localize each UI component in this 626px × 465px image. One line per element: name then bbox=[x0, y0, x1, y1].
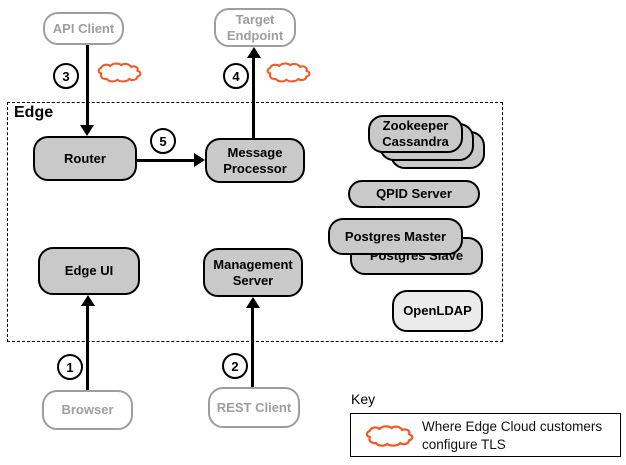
arrowhead-up-icon bbox=[246, 297, 260, 308]
arrow-browser-to-edge-ui-line bbox=[86, 304, 89, 390]
step-number: 5 bbox=[159, 133, 167, 149]
node-qpid-server: QPID Server bbox=[348, 180, 480, 208]
arrow-router-to-message-processor-line bbox=[137, 159, 195, 162]
step-3-badge: 3 bbox=[53, 63, 79, 89]
node-api-client: API Client bbox=[43, 12, 124, 45]
node-label-cassandra: Cassandra bbox=[382, 134, 449, 149]
node-message-processor: Message Processor bbox=[205, 138, 305, 183]
step-number: 2 bbox=[231, 358, 239, 374]
node-label-zookeeper: Zookeeper bbox=[382, 118, 449, 133]
node-label: API Client bbox=[52, 20, 115, 36]
node-label: QPID Server bbox=[376, 186, 452, 201]
node-postgres-master: Postgres Master bbox=[328, 218, 463, 255]
key-entry-line1: Where Edge Cloud customers bbox=[422, 419, 603, 434]
node-router: Router bbox=[33, 136, 137, 181]
arrowhead-up-icon bbox=[81, 295, 95, 306]
step-4-badge: 4 bbox=[223, 63, 249, 89]
arrow-message-processor-to-target-line bbox=[252, 56, 255, 138]
node-label: Target Endpoint bbox=[226, 11, 284, 43]
node-label: REST Client bbox=[216, 399, 292, 415]
arrowhead-down-icon bbox=[80, 125, 94, 136]
edge-zone-label: Edge bbox=[14, 104, 54, 121]
node-openldap: OpenLDAP bbox=[392, 290, 483, 332]
key-entry-line2: configure TLS bbox=[422, 437, 506, 452]
step-5-badge: 5 bbox=[150, 128, 176, 154]
step-number: 1 bbox=[66, 359, 74, 375]
node-label: Edge UI bbox=[64, 263, 114, 278]
node-zookeeper-cassandra: Zookeeper Cassandra bbox=[368, 115, 463, 153]
step-2-badge: 2 bbox=[222, 353, 248, 379]
arrowhead-up-icon bbox=[247, 47, 261, 58]
node-label: Message Processor bbox=[223, 144, 287, 176]
node-browser: Browser bbox=[42, 390, 133, 430]
node-target-endpoint: Target Endpoint bbox=[214, 8, 296, 47]
arrow-api-client-to-router-line bbox=[86, 45, 89, 127]
key-entry-text: Where Edge Cloud customers configure TLS bbox=[422, 418, 602, 454]
node-rest-client: REST Client bbox=[208, 387, 300, 428]
tls-cloud-icon bbox=[97, 62, 142, 83]
step-number: 4 bbox=[232, 68, 240, 84]
key-title: Key bbox=[351, 391, 376, 407]
tls-cloud-icon bbox=[266, 62, 311, 83]
node-label: Postgres Master bbox=[344, 228, 447, 244]
node-edge-ui: Edge UI bbox=[38, 247, 140, 295]
node-label: Router bbox=[64, 150, 106, 166]
node-label: Browser bbox=[61, 402, 114, 417]
node-label: OpenLDAP bbox=[403, 303, 472, 318]
arrowhead-right-icon bbox=[194, 153, 205, 167]
step-1-badge: 1 bbox=[57, 354, 83, 380]
step-number: 3 bbox=[62, 68, 70, 84]
node-label: Management Server bbox=[213, 256, 293, 288]
edge-zone-boundary bbox=[7, 102, 503, 342]
key-legend-box: Where Edge Cloud customers configure TLS bbox=[350, 413, 621, 457]
arrow-rest-client-to-management-line bbox=[251, 306, 254, 387]
tls-cloud-icon bbox=[365, 425, 414, 447]
node-management-server: Management Server bbox=[203, 248, 303, 297]
